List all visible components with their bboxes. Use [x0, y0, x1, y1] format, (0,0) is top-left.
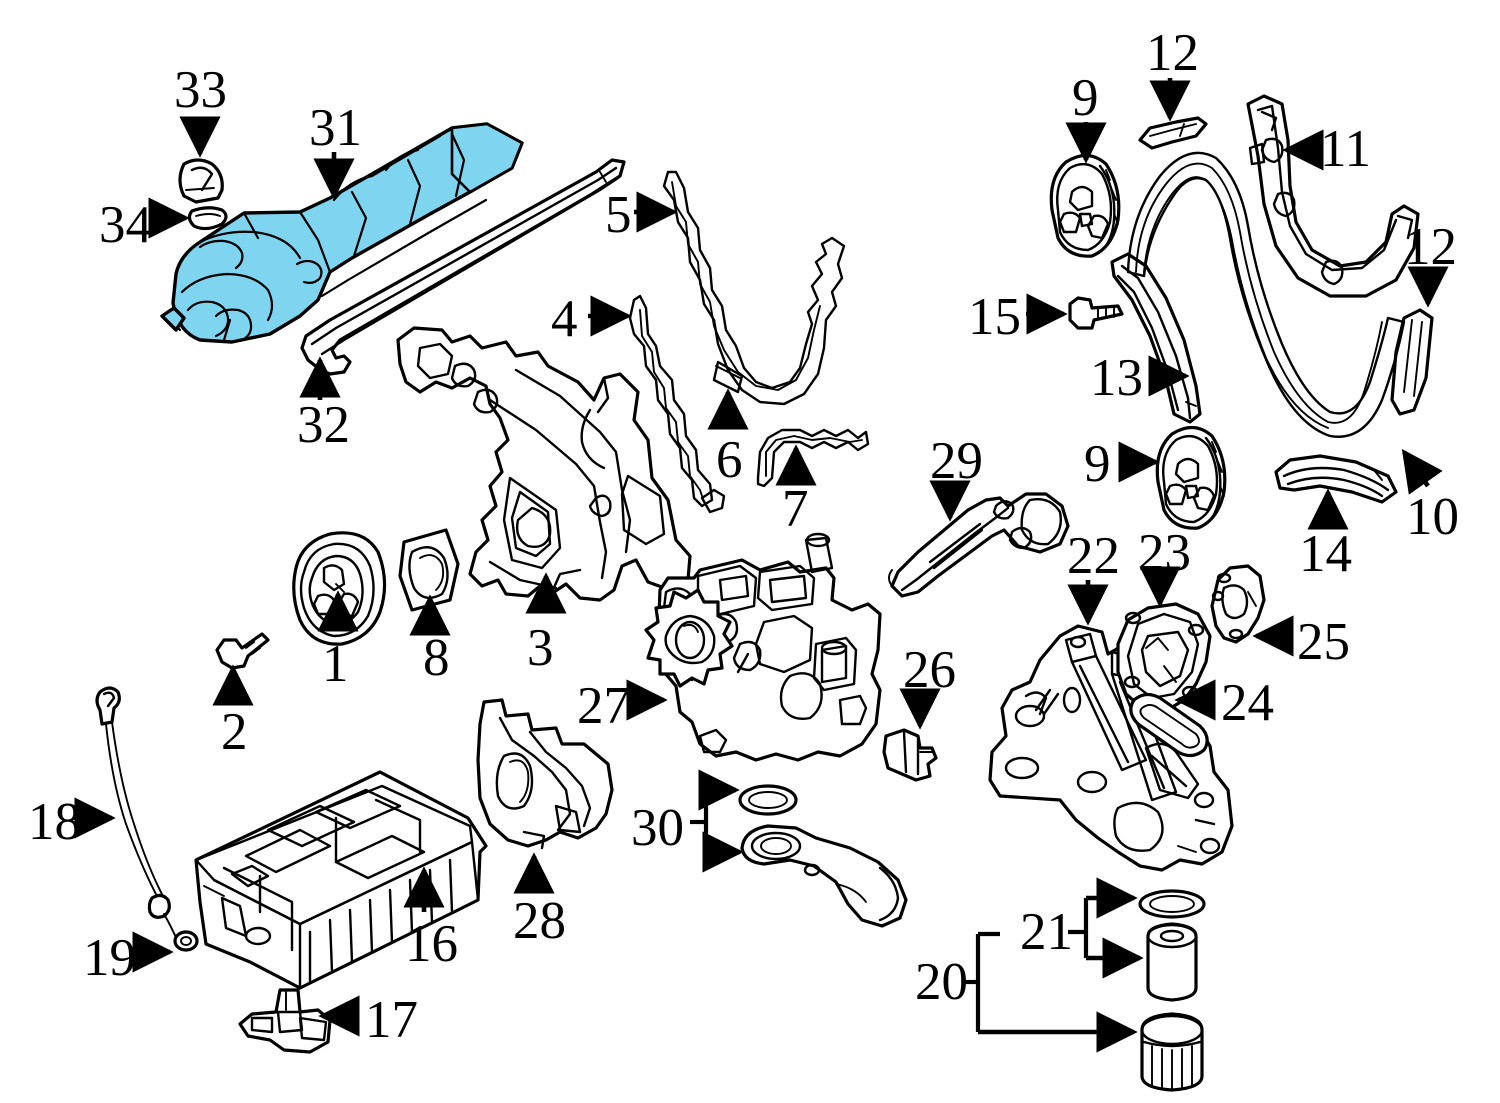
callout-label-4: 4: [551, 290, 578, 348]
callout-label-27: 27: [577, 677, 630, 735]
callout-label-18: 18: [28, 793, 81, 851]
part-oil-filler-cap-seal: [187, 206, 228, 231]
callout-label-33: 33: [174, 61, 227, 119]
part-dipstick-tube: [888, 492, 1070, 598]
callout-label-23: 23: [1138, 524, 1191, 582]
callout-label-9b: 9: [1084, 435, 1111, 493]
callout-label-5: 5: [605, 186, 632, 244]
part-oil-level-sensor: [238, 988, 332, 1054]
part-balance-shaft-assembly: [644, 532, 882, 762]
callout-label-20: 20: [915, 953, 968, 1011]
callout-label-26: 26: [903, 641, 956, 699]
callout-label-17: 17: [365, 991, 418, 1049]
leader-20: [962, 931, 1138, 1053]
part-oil-dipstick: [95, 686, 179, 943]
callout-label-13: 13: [1090, 349, 1143, 407]
callout-label-2: 2: [221, 703, 248, 761]
callout-label-12b: 12: [1404, 218, 1457, 276]
callout-label-6: 6: [716, 431, 743, 489]
callout-label-31: 31: [309, 99, 362, 157]
part-oil-pump-pickup-gasket: [1210, 564, 1266, 644]
leader-30: [690, 769, 744, 873]
callout-label-9a: 9: [1072, 69, 1099, 127]
callout-label-14: 14: [1299, 525, 1352, 583]
callout-label-3: 3: [527, 619, 554, 677]
part-oil-baffle: [476, 698, 614, 850]
callout-label-24: 24: [1221, 674, 1274, 732]
callout-label-25: 25: [1297, 613, 1350, 671]
callout-label-19: 19: [83, 929, 136, 987]
callout-label-21: 21: [1020, 903, 1073, 961]
part-gasket-seal: [715, 365, 741, 379]
part-chain-tensioner-arm-right: [1390, 308, 1434, 416]
callout-label-16: 16: [405, 915, 458, 973]
callout-label-29: 29: [930, 432, 983, 490]
callout-label-30: 30: [631, 799, 684, 857]
callout-label-8: 8: [423, 629, 450, 687]
part-oil-pressure-sensor: [882, 728, 938, 782]
leader-21: [1068, 877, 1144, 979]
part-oil-pump-gasket: [1129, 692, 1209, 758]
part-timing-cover-gasket-left: [628, 294, 726, 514]
part-chain-tensioner-arm-upper: [1138, 116, 1208, 150]
part-timing-chain: [1126, 151, 1406, 438]
callout-label-22: 22: [1067, 527, 1120, 585]
callout-label-1: 1: [322, 635, 349, 693]
callout-label-10: 10: [1406, 488, 1459, 546]
part-chain-guide-arc: [1274, 454, 1398, 504]
part-camshaft-sprocket-upper: [1049, 153, 1121, 258]
part-timing-cover: [396, 326, 692, 602]
part-chain-tensioner-bolt: [1068, 296, 1124, 330]
part-oil-pump-cover: [1116, 602, 1212, 714]
callout-label-34: 34: [99, 196, 152, 254]
part-timing-cover-gasket-right: [662, 170, 846, 406]
part-valve-cover: [160, 122, 524, 344]
callout-label-12a: 12: [1146, 24, 1199, 82]
part-pulley-bolt: [215, 632, 270, 670]
part-camshaft-sprocket-lower: [1155, 425, 1227, 530]
part-oil-pickup-tube-kit: [738, 784, 908, 928]
callout-label-7: 7: [782, 480, 809, 538]
callout-label-32: 32: [297, 396, 350, 454]
leader-10: [1401, 448, 1443, 495]
part-oil-filter-assembly: [1138, 889, 1206, 1092]
balance-shaft-sprocket: [644, 588, 734, 688]
part-dipstick-o-ring: [173, 930, 199, 952]
part-oil-filler-cap: [178, 158, 224, 204]
callout-label-11: 11: [1320, 120, 1372, 178]
part-gasket-strip: [756, 428, 870, 488]
callout-label-28: 28: [513, 892, 566, 950]
callout-label-15: 15: [968, 288, 1021, 346]
